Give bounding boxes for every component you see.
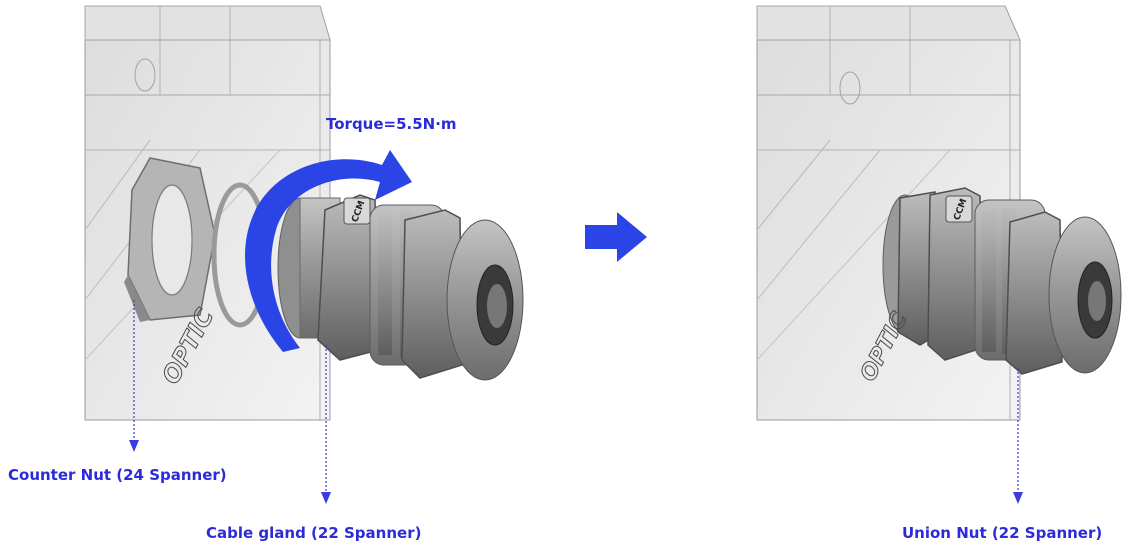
union-nut-leader xyxy=(1013,368,1023,504)
after-tightening-view: CCM OPTIC xyxy=(756,5,1122,504)
torque-label: Torque=5.5N·m xyxy=(326,115,457,133)
counter-nut-label: Counter Nut (24 Spanner) xyxy=(8,466,227,484)
cable-gland-label: Cable gland (22 Spanner) xyxy=(206,524,422,542)
union-nut-label: Union Nut (22 Spanner) xyxy=(902,524,1103,542)
curved-arrow-icon xyxy=(245,150,412,352)
counter-nut-leader xyxy=(129,300,139,452)
cable-gland: CCM xyxy=(277,194,524,381)
right-arrow-icon xyxy=(585,212,647,262)
assembled-cable-gland: CCM xyxy=(882,187,1122,375)
counter-nut xyxy=(124,157,216,322)
cable-gland-leader xyxy=(321,345,331,504)
before-tightening-view: CCM OPTIC xyxy=(84,5,524,504)
